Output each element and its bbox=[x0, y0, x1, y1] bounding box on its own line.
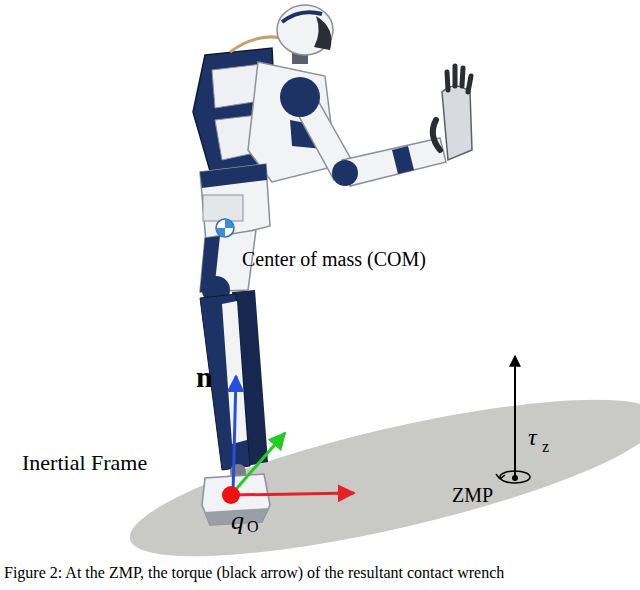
robot-arm bbox=[332, 160, 358, 186]
frame-axes bbox=[222, 486, 240, 504]
robot-pelvis bbox=[200, 164, 270, 242]
zmp-torque bbox=[512, 475, 518, 481]
robot-arm bbox=[442, 86, 472, 160]
zmp-torque bbox=[496, 474, 505, 479]
subscript: O bbox=[247, 518, 259, 536]
robot-arm bbox=[447, 66, 471, 92]
com-marker bbox=[225, 219, 234, 228]
robot-arm bbox=[433, 120, 440, 150]
robot-head bbox=[314, 16, 331, 50]
part-label: Inertial Frame bbox=[22, 450, 147, 475]
torque-symbol: τ bbox=[528, 424, 537, 452]
com-marker bbox=[216, 219, 234, 237]
robot-arm bbox=[342, 138, 446, 186]
vector-symbol: n bbox=[196, 360, 213, 395]
zmp-torque bbox=[496, 356, 530, 483]
frame-axes bbox=[231, 433, 285, 495]
robot-torso bbox=[193, 37, 336, 182]
zmp-torque bbox=[500, 471, 530, 483]
point-label: ZMP bbox=[452, 484, 493, 507]
robot-head bbox=[277, 5, 333, 55]
robot-pelvis bbox=[203, 195, 243, 221]
ground-plane bbox=[119, 368, 640, 588]
robot-head bbox=[282, 12, 322, 22]
robot-pelvis bbox=[200, 164, 267, 188]
frame-axes bbox=[222, 376, 354, 504]
part-label: Center of mass (COM) bbox=[242, 248, 426, 271]
com-marker bbox=[216, 219, 234, 237]
frame-axes bbox=[233, 376, 236, 495]
robot-pelvis bbox=[200, 164, 270, 242]
com-marker bbox=[216, 228, 225, 237]
robot-head bbox=[277, 5, 333, 64]
frame-axes bbox=[231, 493, 354, 495]
zmp-torque bbox=[514, 356, 516, 476]
subscript: z bbox=[542, 438, 549, 456]
robot-arm bbox=[392, 146, 414, 174]
robot-arm bbox=[280, 66, 472, 186]
figure-caption: Figure 2: At the ZMP, the torque (black … bbox=[4, 564, 504, 582]
ground-plane bbox=[119, 368, 640, 588]
robot-arm bbox=[280, 77, 320, 117]
point-symbol: q bbox=[231, 506, 244, 536]
